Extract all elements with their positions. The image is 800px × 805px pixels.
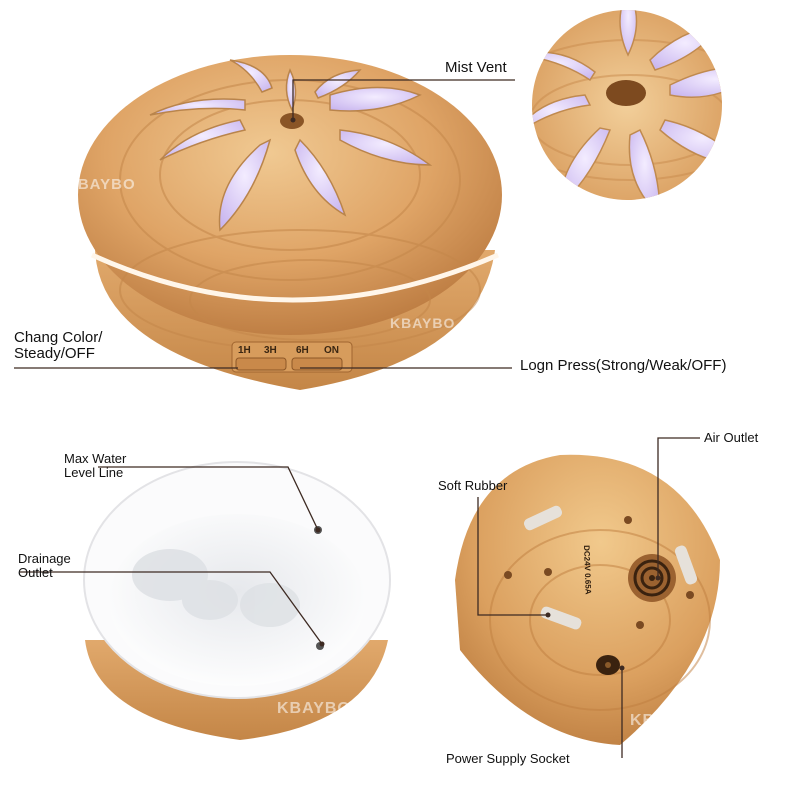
watermark-bottom-right: KBAYBO: [630, 712, 704, 729]
base-rating-stamp: DC24V 0.65A: [582, 545, 593, 595]
label-max-water: Max Water Level Line: [64, 452, 126, 479]
button-1h-label: 1H: [238, 345, 251, 356]
label-long-press: Logn Press(Strong/Weak/OFF): [520, 357, 727, 374]
light-button[interactable]: [235, 357, 287, 371]
reservoir-view: [83, 461, 391, 740]
label-chang-color: Chang Color/ Steady/OFF: [14, 330, 102, 362]
mist-vent-zoom: [532, 10, 722, 200]
label-chang-color-line1: Chang Color/: [14, 329, 103, 346]
button-on-label: ON: [324, 345, 339, 356]
label-mist-vent: Mist Vent: [445, 59, 507, 76]
label-max-water-line1: Max Water: [64, 451, 127, 466]
label-air-outlet: Air Outlet: [704, 430, 759, 445]
petal-cutouts: [149, 59, 433, 232]
label-soft-rubber: Soft Rubber: [438, 478, 508, 493]
label-drainage-outlet: Drainage Outlet: [18, 552, 71, 579]
button-6h-label: 6H: [296, 345, 309, 356]
label-max-water-line2: Level Line: [64, 464, 124, 480]
base-underside-view: [455, 454, 720, 745]
button-3h-label: 3H: [264, 345, 277, 356]
mist-button[interactable]: [291, 357, 343, 371]
watermark-bottom-left: KBAYBO: [277, 700, 351, 717]
watermark-top: KBAYBO: [66, 176, 136, 193]
watermark-mid: KBAYBO: [390, 315, 456, 331]
label-chang-color-line2: Steady/OFF: [14, 344, 95, 362]
label-drainage-line1: Drainage: [18, 551, 71, 566]
air-outlet-grille: [628, 554, 676, 602]
diffuser-top-view: [78, 55, 502, 390]
label-power-socket: Power Supply Socket: [446, 751, 570, 766]
label-drainage-line2: Outlet: [18, 564, 53, 580]
leader-lines: [14, 79, 700, 758]
